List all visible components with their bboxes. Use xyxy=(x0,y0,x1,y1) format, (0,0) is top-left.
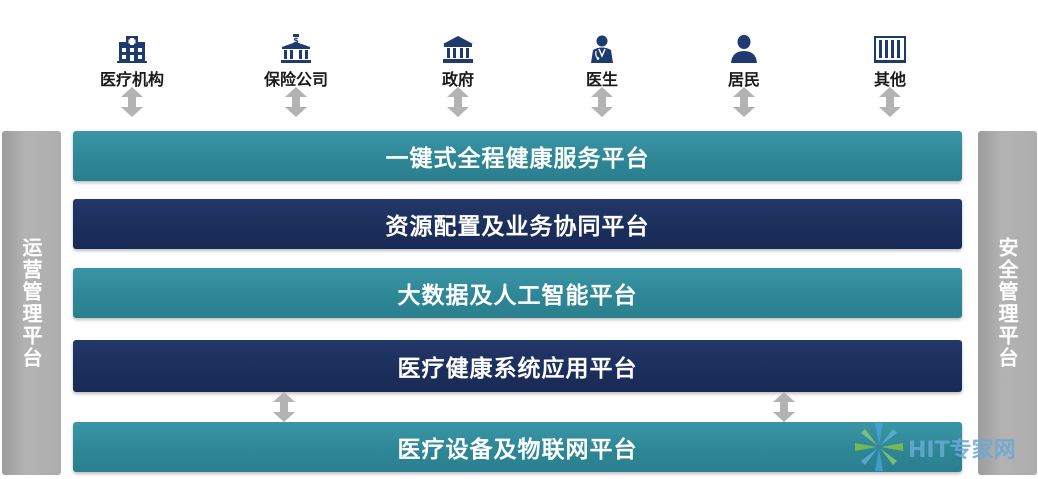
platform-layer-devices-iot: 医疗设备及物联网平台 xyxy=(73,422,962,472)
platform-label: 资源配置及业务协同平台 xyxy=(385,214,650,240)
stakeholder-label: 居民 xyxy=(727,70,760,89)
svg-text:$: $ xyxy=(293,36,299,45)
watermark-brand: HIT专家网 xyxy=(908,438,1016,463)
bidirectional-arrow-icon xyxy=(119,87,145,117)
stakeholder-government: 政府 xyxy=(398,28,518,118)
platform-label: 一键式全程健康服务平台 xyxy=(385,146,650,172)
platform-layer-resource-coordination: 资源配置及业务协同平台 xyxy=(73,199,962,249)
doctor-icon xyxy=(585,34,619,64)
bidirectional-arrow-icon xyxy=(877,87,903,117)
platform-layer-big-data-ai: 大数据及人工智能平台 xyxy=(73,268,962,318)
platform-label: 医疗健康系统应用平台 xyxy=(397,356,638,382)
stakeholder-label: 政府 xyxy=(441,70,474,89)
hospital-icon xyxy=(115,34,149,64)
bidirectional-arrow-icon xyxy=(731,87,757,117)
stakeholder-medical-institution: 医疗机构 xyxy=(72,28,192,118)
stakeholder-insurance-company: $ 保险公司 xyxy=(236,28,356,118)
bidirectional-arrow-icon xyxy=(771,392,797,422)
resident-icon xyxy=(727,34,761,64)
stakeholder-label: 保险公司 xyxy=(263,70,328,89)
platform-layer-health-applications: 医疗健康系统应用平台 xyxy=(73,340,962,392)
bidirectional-arrow-icon xyxy=(283,87,309,117)
bank-building-icon: $ xyxy=(279,34,313,64)
stakeholder-resident: 居民 xyxy=(684,28,804,118)
bidirectional-arrow-icon xyxy=(589,87,615,117)
stakeholder-label: 医疗机构 xyxy=(99,70,164,89)
security-management-pillar: 安全管理平台 xyxy=(978,131,1037,475)
operations-management-label: 运营管理平台 xyxy=(19,237,43,369)
bidirectional-arrow-icon xyxy=(271,392,297,422)
platform-layer-health-service: 一键式全程健康服务平台 xyxy=(73,131,962,181)
stakeholder-label: 其他 xyxy=(873,70,906,89)
other-building-icon xyxy=(873,34,907,64)
stakeholder-label: 医生 xyxy=(585,70,618,89)
platform-label: 大数据及人工智能平台 xyxy=(397,283,638,309)
bidirectional-arrow-icon xyxy=(445,87,471,117)
watermark: HIT专家网 xyxy=(852,420,1036,474)
security-management-label: 安全管理平台 xyxy=(995,237,1019,369)
platform-label: 医疗设备及物联网平台 xyxy=(397,437,638,463)
pinwheel-logo-icon xyxy=(852,420,906,474)
stakeholder-doctor: 医生 xyxy=(542,28,662,118)
stakeholder-other: 其他 xyxy=(830,28,950,118)
operations-management-pillar: 运营管理平台 xyxy=(2,131,61,475)
government-icon xyxy=(441,34,475,64)
